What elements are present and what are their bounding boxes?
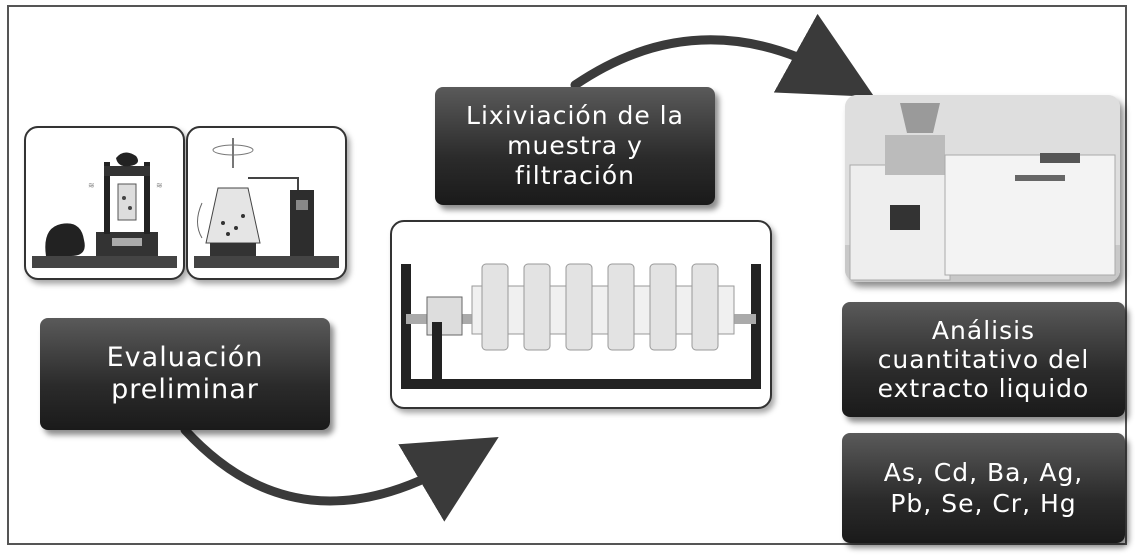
step-analisis-line1: Análisis bbox=[931, 316, 1036, 345]
rotary-agitator-panel bbox=[390, 220, 772, 409]
svg-text:≋: ≋ bbox=[88, 181, 95, 190]
step-evaluacion-line1: Evaluación bbox=[106, 342, 264, 373]
step-lixiviacion-box: Lixiviación de la muestra y filtración bbox=[435, 87, 715, 205]
stirred-flask-panel bbox=[186, 126, 347, 280]
step-elementos-line1: As, Cd, Ba, Ag, bbox=[883, 458, 1084, 487]
arrow-bottom-icon bbox=[180, 425, 499, 522]
step-lixiviacion-line3: filtración bbox=[515, 161, 635, 190]
arrow-top-icon bbox=[570, 13, 875, 97]
step-analisis-line3: extracto liquido bbox=[877, 374, 1090, 403]
compaction-press-panel: ≋ ≋ bbox=[24, 126, 185, 280]
step-elementos-box: As, Cd, Ba, Ag, Pb, Se, Cr, Hg bbox=[842, 433, 1125, 543]
step-elementos-line2: Pb, Se, Cr, Hg bbox=[890, 489, 1077, 518]
step-evaluacion-box: Evaluación preliminar bbox=[40, 318, 330, 430]
spectrometer-photo bbox=[845, 95, 1120, 282]
step-lixiviacion-line1: Lixiviación de la bbox=[466, 101, 684, 130]
step-analisis-box: Análisis cuantitativo del extracto liqui… bbox=[842, 302, 1125, 417]
stirred-flask-icon bbox=[194, 138, 339, 268]
svg-text:≋: ≋ bbox=[156, 181, 163, 190]
step-lixiviacion-line2: muestra y bbox=[507, 131, 643, 160]
step-analisis-line2: cuantitativo del bbox=[877, 345, 1090, 374]
compaction-press-icon: ≋ ≋ bbox=[32, 152, 177, 268]
rotary-agitator-icon bbox=[401, 263, 761, 389]
icp-spectrometer-photo-icon bbox=[845, 95, 1120, 282]
step-evaluacion-line2: preliminar bbox=[111, 374, 259, 405]
